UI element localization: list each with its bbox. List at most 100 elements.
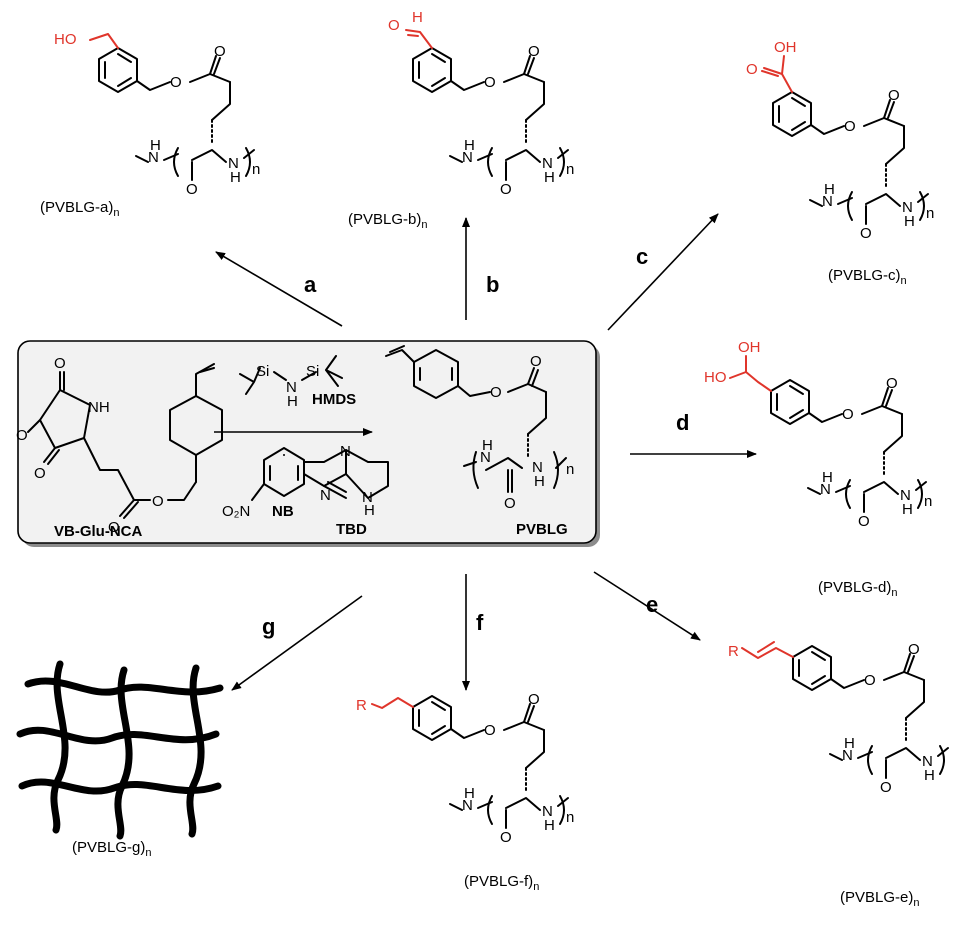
product-c-n: n	[926, 205, 934, 222]
product-f-n: n	[566, 809, 574, 826]
hmds-h: H	[287, 393, 298, 410]
product-a-ho: HO	[54, 31, 77, 48]
product-d-n: n	[924, 493, 932, 510]
product-b-o-carb: O	[528, 43, 540, 60]
product-a-h1: H	[150, 137, 161, 154]
product-e-o-ester: O	[864, 672, 876, 689]
vb-glu-nca-structure: O O NH O O O VB-Glu-NCA	[16, 355, 223, 540]
pvblg-o-ester: O	[490, 384, 502, 401]
product-g-label: (PVBLG-g)n	[72, 839, 151, 859]
product-b-structure: O H O O N H N H O n	[388, 9, 574, 198]
product-a-o-ester: O	[170, 74, 182, 91]
step-f: f	[476, 610, 484, 635]
product-c-o: O	[746, 61, 758, 78]
product-e-h2: H	[924, 767, 935, 784]
product-b-o-bottom: O	[500, 181, 512, 198]
nca-o-ring: O	[16, 427, 28, 444]
product-d-structure: OH HO O O N H N H O n	[704, 339, 932, 530]
product-a-label: (PVBLG-a)n	[40, 199, 119, 219]
pvblg-o: O	[504, 495, 516, 512]
product-b-n1: N	[462, 149, 473, 166]
product-a-n1: N	[148, 149, 159, 166]
product-b-o: O	[388, 17, 400, 34]
product-f-n2: N	[542, 803, 553, 820]
product-b-o-ester: O	[484, 74, 496, 91]
pvblg-h2: H	[534, 473, 545, 490]
monomer-label: VB-Glu-NCA	[54, 523, 142, 540]
nca-nh: NH	[88, 399, 110, 416]
product-e-r: R	[728, 643, 739, 660]
nca-o-ester: O	[152, 493, 164, 510]
product-e-h1: H	[844, 735, 855, 752]
product-d-o-ester: O	[842, 406, 854, 423]
hmds-label: HMDS	[312, 391, 356, 408]
product-b-h2: H	[544, 169, 555, 186]
product-f-o-ester: O	[484, 722, 496, 739]
product-b-label: (PVBLG-b)n	[348, 211, 427, 231]
hmds-si-1: Si	[256, 363, 269, 380]
product-b-h: H	[412, 9, 423, 26]
product-c-h1: H	[824, 181, 835, 198]
product-d-h1: H	[822, 469, 833, 486]
nb-label: NB	[272, 503, 294, 520]
center-box	[17, 340, 597, 544]
tbd-n-top: N	[340, 443, 351, 460]
product-a-o: O	[186, 181, 198, 198]
product-f-h2: H	[544, 817, 555, 834]
product-c-o-ester: O	[844, 118, 856, 135]
pvblg-h1: H	[482, 437, 493, 454]
step-b: b	[486, 272, 499, 297]
product-c-n2: N	[902, 199, 913, 216]
tbd-h: H	[364, 502, 375, 519]
product-a-n2: N	[228, 155, 239, 172]
step-d: d	[676, 410, 689, 435]
product-b-n2: N	[542, 155, 553, 172]
nca-o-bottom: O	[34, 465, 46, 482]
product-f-o-bottom: O	[500, 829, 512, 846]
tbd-nh: N	[362, 489, 373, 506]
product-d-ho: HO	[704, 369, 727, 386]
arrow-a	[215, 251, 343, 327]
hmds-si-2: Si	[306, 363, 319, 380]
step-e: e	[646, 592, 658, 617]
product-c-o-bottom: O	[860, 225, 872, 242]
nb-structure: O₂N NB	[222, 447, 305, 520]
nb-o2n: O₂N	[222, 503, 250, 520]
product-a-o-carb: O	[214, 43, 226, 60]
product-e-structure: R O O N H N H O	[728, 641, 949, 796]
nca-o-carb: O	[108, 519, 120, 536]
product-c-oh: OH	[774, 39, 797, 56]
product-d-o-carb: O	[886, 375, 898, 392]
step-a: a	[304, 272, 317, 297]
product-b-h1: H	[464, 137, 475, 154]
pvblg-n2: N	[532, 459, 543, 476]
product-f-structure: R O O N H N H O n	[356, 691, 574, 846]
product-c-label: (PVBLG-c)n	[828, 267, 907, 287]
product-c-h2: H	[904, 213, 915, 230]
product-d-o-bottom: O	[858, 513, 870, 530]
product-f-label: (PVBLG-f)n	[464, 873, 539, 893]
product-d-n2: N	[900, 487, 911, 504]
arrow-e	[593, 571, 701, 641]
arrow-c	[607, 213, 719, 331]
product-e-n2: N	[922, 753, 933, 770]
product-e-n1: N	[842, 747, 853, 764]
product-label: PVBLG	[516, 521, 568, 538]
product-a-n: n	[252, 161, 260, 178]
product-d-label: (PVBLG-d)n	[818, 579, 897, 599]
hmds-n: N	[286, 379, 297, 396]
product-c-o-carb: O	[888, 87, 900, 104]
pvblg-structure: O O N H N H O n PVBLG	[385, 345, 574, 538]
product-c-n1: N	[822, 193, 833, 210]
product-e-o-bottom: O	[880, 779, 892, 796]
product-d-n1: N	[820, 481, 831, 498]
product-d-h2: H	[902, 501, 913, 518]
product-f-o-carb: O	[528, 691, 540, 708]
hmds-structure: Si Si N H HMDS	[239, 355, 356, 410]
step-g: g	[262, 614, 275, 639]
step-c: c	[636, 244, 648, 269]
tbd-structure: N N N H TBD	[303, 443, 389, 538]
product-b-n: n	[566, 161, 574, 178]
product-c-structure: O OH O O N H N H O n	[746, 39, 934, 242]
product-e-label: (PVBLG-e)n	[840, 889, 919, 909]
